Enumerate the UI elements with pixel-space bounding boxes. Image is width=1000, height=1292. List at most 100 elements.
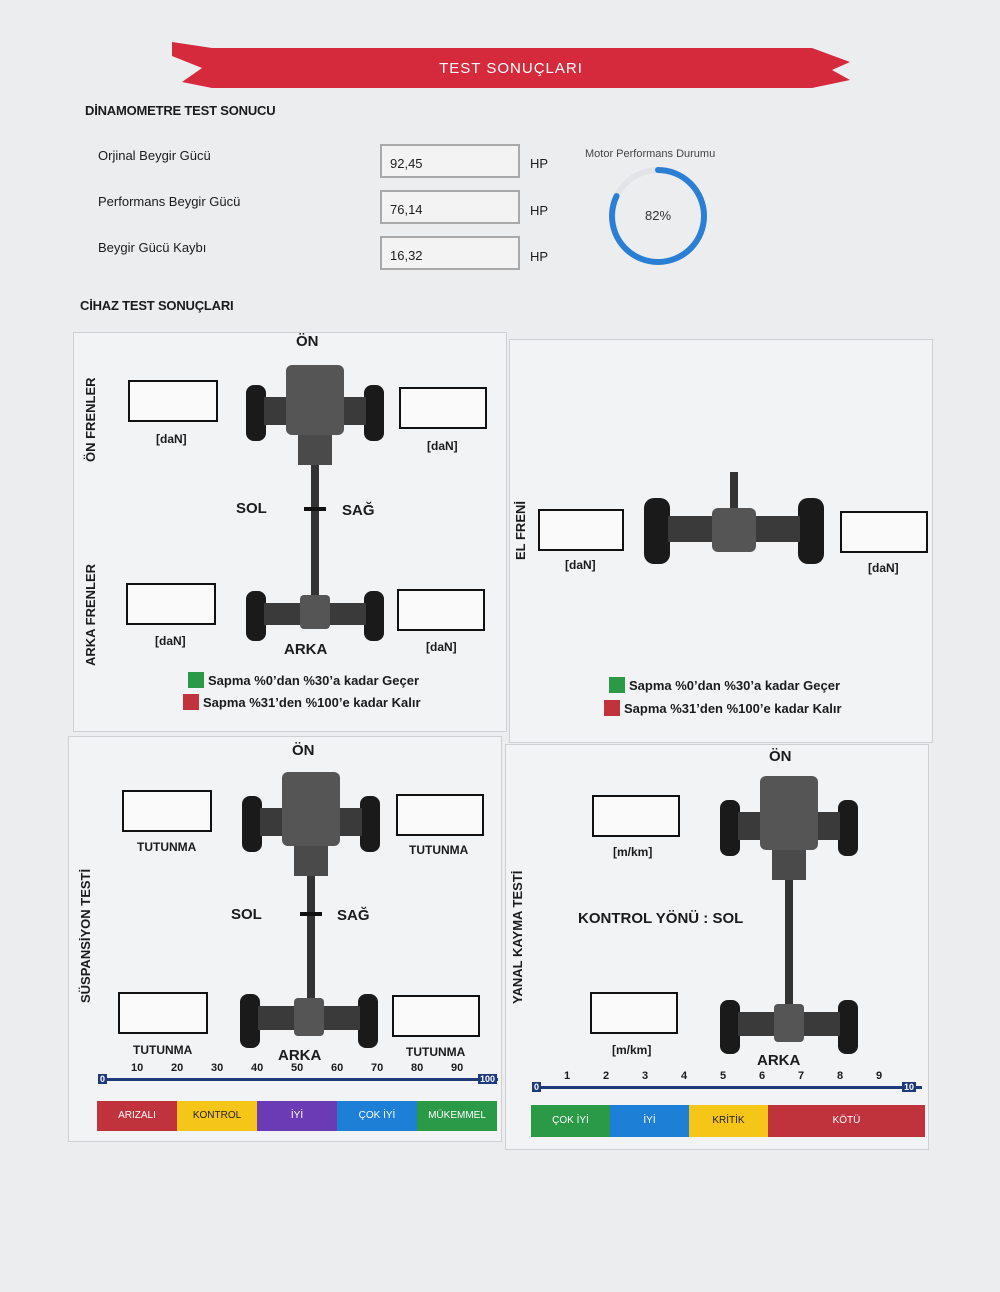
front-right-brake-box xyxy=(399,387,487,429)
suspension-rr-label: TUTUNMA xyxy=(406,1045,466,1059)
sideslip-scale-tick: 3 xyxy=(642,1070,649,1082)
suspension-scale-tick: 40 xyxy=(251,1062,264,1074)
suspension-rl-label: TUTUNMA xyxy=(133,1043,193,1057)
suspension-band: ÇOK İYİ xyxy=(337,1101,417,1131)
hp-loss-unit: HP xyxy=(530,249,549,264)
sideslip-top-unit: [m/km] xyxy=(613,845,653,859)
gauge-title: Motor Performans Durumu xyxy=(585,148,716,160)
sideslip-scale-line xyxy=(532,1086,922,1089)
suspension-front-label: ÖN xyxy=(292,742,315,759)
performance-hp-label: Performans Beygir Gücü xyxy=(98,194,241,209)
suspension-chassis-diagram xyxy=(240,772,380,1048)
rear-left-brake-box xyxy=(126,583,216,625)
sideslip-band: KRİTİK xyxy=(689,1105,768,1137)
suspension-scale-tick: 100 xyxy=(478,1074,498,1084)
original-hp-unit: HP xyxy=(530,156,549,171)
sideslip-band: İYİ xyxy=(610,1105,689,1137)
suspension-band: ARIZALI xyxy=(97,1101,177,1131)
suspension-scale-tick: 60 xyxy=(331,1062,344,1074)
sideslip-band: KÖTÜ xyxy=(768,1105,925,1137)
sideslip-scale-tick: 0 xyxy=(532,1082,542,1092)
suspension-scale-tick: 0 xyxy=(98,1074,108,1084)
title-banner xyxy=(172,42,850,88)
sideslip-scale-tick: 7 xyxy=(798,1070,805,1082)
performance-gauge xyxy=(609,167,707,265)
suspension-scale-tick: 70 xyxy=(371,1062,384,1074)
sideslip-rear-label: ARKA xyxy=(757,1052,801,1069)
sideslip-band: ÇOK İYİ xyxy=(531,1105,610,1137)
brakes-legend-fail: Sapma %31’den %100’e kadar Kalır xyxy=(183,694,421,710)
suspension-fr-box xyxy=(396,794,484,836)
handbrake-side-label: EL FRENİ xyxy=(513,501,528,560)
performance-hp-value: 76,14 xyxy=(380,190,520,224)
hp-loss-label: Beygir Gücü Kaybı xyxy=(98,240,207,255)
rear-brakes-side-label: ARKA FRENLER xyxy=(83,563,98,666)
suspension-scale-tick: 30 xyxy=(211,1062,224,1074)
suspension-scale-tick: 10 xyxy=(131,1062,144,1074)
sideslip-bottom-unit: [m/km] xyxy=(612,1043,652,1057)
suspension-rl-box xyxy=(118,992,208,1034)
suspension-fl-box xyxy=(122,790,212,832)
suspension-scale-line xyxy=(98,1078,498,1081)
brakes-legend-fail-text: Sapma %31’den %100’e kadar Kalır xyxy=(203,695,421,710)
sideslip-bottom-box xyxy=(590,992,678,1034)
sideslip-top-box xyxy=(592,795,680,837)
brakes-right-label: SAĞ xyxy=(342,502,375,519)
handbrake-left-box xyxy=(538,509,624,551)
suspension-scale-tick: 50 xyxy=(291,1062,304,1074)
sideslip-scale-tick: 4 xyxy=(681,1070,688,1082)
suspension-scale-tick: 80 xyxy=(411,1062,424,1074)
pass-color-swatch xyxy=(609,677,625,693)
brakes-legend-pass-text: Sapma %0’dan %30’a kadar Geçer xyxy=(208,673,420,688)
handbrake-left-unit: [daN] xyxy=(565,558,596,572)
fail-color-swatch xyxy=(183,694,199,710)
sideslip-scale-tick: 8 xyxy=(837,1070,844,1082)
suspension-left-label: SOL xyxy=(231,906,262,923)
suspension-right-label: SAĞ xyxy=(337,907,370,924)
original-hp-label: Orjinal Beygir Gücü xyxy=(98,148,211,163)
sideslip-scale-tick: 9 xyxy=(876,1070,883,1082)
sideslip-side-label: YANAL KAYMA TESTİ xyxy=(510,870,525,1004)
gauge-percent: 82% xyxy=(644,208,672,223)
suspension-fl-label: TUTUNMA xyxy=(137,840,197,854)
fail-color-swatch xyxy=(604,700,620,716)
front-brakes-side-label: ÖN FRENLER xyxy=(83,377,98,463)
handbrake-axle-diagram xyxy=(644,472,824,564)
handbrake-legend-fail-text: Sapma %31’den %100’e kadar Kalır xyxy=(624,701,842,716)
suspension-fr-label: TUTUNMA xyxy=(409,843,469,857)
suspension-band: MÜKEMMEL xyxy=(417,1101,497,1131)
dyno-section-title: DİNAMOMETRE TEST SONUCU xyxy=(85,103,276,118)
handbrake-legend-pass-text: Sapma %0’dan %30’a kadar Geçer xyxy=(629,678,841,693)
brakes-legend-pass: Sapma %0’dan %30’a kadar Geçer xyxy=(188,672,419,688)
front-left-brake-box xyxy=(128,380,218,422)
sideslip-scale-tick: 5 xyxy=(720,1070,727,1082)
suspension-band: İYİ xyxy=(257,1101,337,1131)
brakes-chassis-diagram xyxy=(246,365,384,641)
handbrake-right-box xyxy=(840,511,928,553)
rear-left-brake-unit: [daN] xyxy=(155,634,186,648)
page-title: TEST SONUÇLARI xyxy=(439,60,583,77)
gauge-arc xyxy=(609,167,707,265)
performance-hp-unit: HP xyxy=(530,203,549,218)
sideslip-chassis-diagram xyxy=(720,776,858,1054)
brakes-left-label: SOL xyxy=(236,500,267,517)
sideslip-scale-tick: 2 xyxy=(603,1070,610,1082)
sideslip-scale-tick: 1 xyxy=(564,1070,571,1082)
suspension-band: KONTROL xyxy=(177,1101,257,1131)
brakes-front-label: ÖN xyxy=(296,333,319,350)
rear-right-brake-unit: [daN] xyxy=(426,640,457,654)
suspension-rear-label: ARKA xyxy=(278,1047,322,1064)
sideslip-front-label: ÖN xyxy=(769,748,792,765)
sideslip-panel xyxy=(505,744,929,1150)
front-right-brake-unit: [daN] xyxy=(427,439,458,453)
pass-color-swatch xyxy=(188,672,204,688)
suspension-side-label: SÜSPANSİYON TESTİ xyxy=(78,868,93,1003)
suspension-scale-tick: 90 xyxy=(451,1062,464,1074)
handbrake-legend-pass: Sapma %0’dan %30’a kadar Geçer xyxy=(609,677,840,693)
rear-right-brake-box xyxy=(397,589,485,631)
brakes-rear-label: ARKA xyxy=(284,641,328,658)
